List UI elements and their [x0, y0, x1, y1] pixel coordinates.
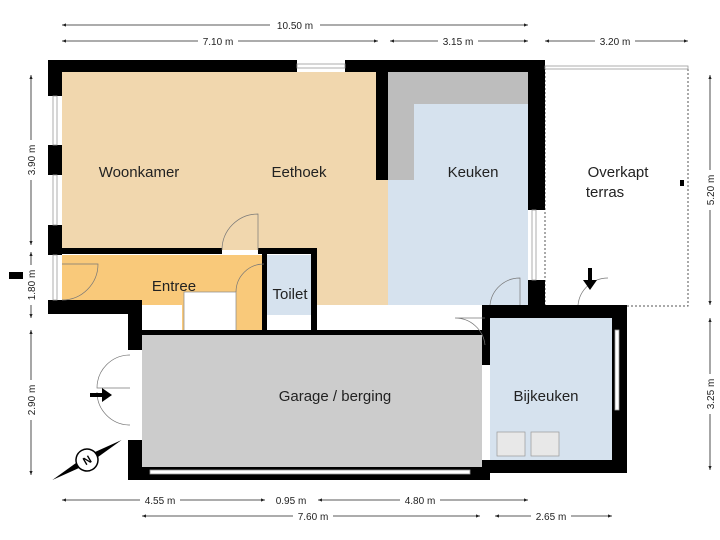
toilet-area	[267, 255, 315, 315]
garage-area	[142, 335, 482, 467]
label-overkapt: Overkapt	[588, 164, 650, 181]
label-terras: terras	[586, 184, 624, 201]
woonkamer-area	[62, 72, 388, 250]
dim-right-bottom: 3.25 m	[706, 379, 717, 410]
label-entree: Entree	[152, 278, 196, 295]
entrance-arrow-icon	[90, 388, 112, 402]
dim-left-mid: 1.80 m	[27, 270, 38, 301]
dim-top-total: 10.50 m	[277, 21, 313, 32]
dim-top-right: 3.20 m	[600, 37, 631, 48]
kitchen-counter	[388, 72, 528, 104]
entrance-arrow-icon	[583, 268, 597, 290]
label-keuken: Keuken	[448, 164, 499, 181]
overkapt-terras-area	[544, 67, 689, 307]
appliance	[496, 431, 526, 457]
eethoek-area	[315, 248, 388, 305]
label-bijkeuken: Bijkeuken	[513, 388, 578, 405]
label-toilet: Toilet	[272, 286, 308, 303]
dim-right-top: 5.20 m	[706, 175, 717, 206]
section-marker	[9, 272, 23, 279]
windows	[52, 63, 689, 475]
appliance	[530, 431, 560, 457]
dim-bottom-right: 2.65 m	[536, 512, 567, 523]
dim-left-top: 3.90 m	[27, 145, 38, 176]
stairs	[183, 291, 237, 333]
dim-bottom-total: 7.60 m	[298, 512, 329, 523]
label-woonkamer: Woonkamer	[99, 164, 180, 181]
dim-top-mid: 3.15 m	[443, 37, 474, 48]
dim-bottom-a: 4.55 m	[145, 496, 176, 507]
dim-bottom-b: 0.95 m	[276, 496, 307, 507]
dim-bottom-c: 4.80 m	[405, 496, 436, 507]
dimension-labels: 10.50 m 7.10 m 3.15 m 3.20 m 4.55 m 0.95…	[24, 18, 717, 523]
dim-top-left: 7.10 m	[203, 37, 234, 48]
label-garage: Garage / berging	[279, 388, 392, 405]
kitchen-counter-side	[388, 104, 414, 180]
doors	[61, 213, 609, 426]
label-eethoek: Eethoek	[271, 164, 327, 181]
dim-left-bottom: 2.90 m	[27, 385, 38, 416]
section-marker	[680, 180, 684, 186]
room-fills	[62, 72, 612, 467]
compass-icon: N	[52, 440, 122, 480]
